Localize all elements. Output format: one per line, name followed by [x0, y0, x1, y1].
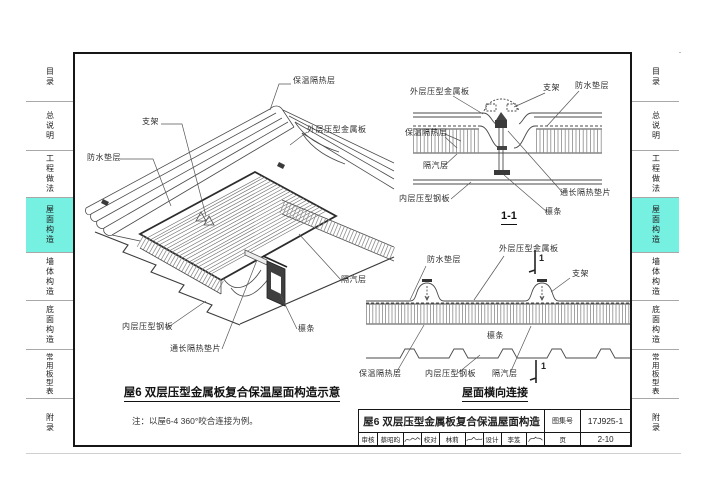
sidebar-item-label: 底面构造	[651, 305, 661, 345]
reviewer-signature	[402, 433, 421, 445]
label-insulation: 保温隔热层	[405, 128, 448, 137]
label-vapor-barrier: 隔汽层	[492, 369, 518, 378]
title-block: 屋6 双层压型金属板复合保温屋面构造 图集号 17J925-1 审核 蔡昭昀 校…	[358, 409, 630, 445]
label-vapor-barrier: 隔汽层	[341, 275, 367, 284]
sidebar-item-label: 目录	[45, 66, 55, 87]
label-inner-sheet: 内层压型钢板	[122, 322, 173, 331]
thumb-index-left: 目录 总说明 工程做法 屋面构造 墙体构造 底面构造 常用板型表 附录	[26, 52, 73, 447]
checker-label: 校对	[420, 433, 439, 445]
sidebar-item-engineering-practice[interactable]: 工程做法	[26, 150, 73, 197]
page-label: 页	[544, 433, 580, 445]
sidebar-item-label: 底面构造	[45, 305, 55, 345]
sidebar-item-wall-construction[interactable]: 墙体构造	[632, 252, 679, 300]
reviewer-label: 审核	[361, 437, 375, 444]
main-drawing-caption: 屋6 双层压型金属板复合保温屋面构造示意	[102, 384, 362, 402]
label-thermal-spacer: 通长隔热垫片	[170, 344, 221, 353]
section-number-bottom: 1	[541, 361, 547, 371]
sidebar-item-label: 附录	[651, 412, 661, 433]
main-isometric-art	[85, 83, 395, 350]
designer-name: 李笈	[500, 433, 527, 445]
sidebar-item-panel-type-table[interactable]: 常用板型表	[26, 349, 73, 398]
lateral-connection-caption: 屋面横向连接	[462, 384, 528, 402]
label-inner-sheet: 内层压型钢板	[399, 194, 450, 203]
sidebar-item-general-notes[interactable]: 总说明	[632, 101, 679, 150]
label-outer-sheet: 外层压型金属板	[410, 87, 470, 96]
label-insulation: 保温隔热层	[293, 76, 336, 85]
label-thermal-spacer: 通长隔热垫片	[560, 188, 611, 197]
drawing-frame: 保温隔热层 支架 外层压型金属板 防水垫层 隔汽层 内层压型钢板 通长隔热垫片 …	[73, 52, 632, 447]
label-purlin: 檩条	[298, 324, 315, 333]
bottom-rule-line	[26, 453, 681, 454]
lateral-connection-drawing: 防水垫层 外层压型金属板 支架 1 檩条 保温隔热层 内层压型钢板 隔汽层 1 …	[354, 236, 634, 406]
sidebar-item-label: 工程做法	[45, 154, 55, 194]
checker-signature	[464, 433, 483, 445]
sidebar-item-wall-construction[interactable]: 墙体构造	[26, 252, 73, 300]
sidebar-item-label: 屋面构造	[45, 205, 55, 245]
label-outer-sheet: 外层压型金属板	[307, 125, 367, 134]
label-purlin: 檩条	[487, 331, 504, 340]
main-isometric-drawing: 保温隔热层 支架 外层压型金属板 防水垫层 隔汽层 内层压型钢板 通长隔热垫片 …	[83, 58, 395, 388]
designer-label: 设计	[482, 433, 501, 445]
sidebar-item-label: 常用板型表	[651, 352, 661, 396]
label-bracket: 支架	[543, 83, 560, 92]
sidebar-item-label: 附录	[45, 412, 55, 433]
label-waterproof-underlay: 防水垫层	[427, 255, 461, 264]
sidebar-item-panel-type-table[interactable]: 常用板型表	[632, 349, 679, 398]
label-vapor-barrier: 隔汽层	[423, 161, 449, 170]
checker-name: 林莉	[438, 433, 465, 445]
sidebar-item-roof-construction[interactable]: 屋面构造	[632, 197, 679, 252]
sidebar-item-label: 墙体构造	[45, 256, 55, 297]
sidebar-item-label: 总说明	[45, 111, 55, 141]
main-drawing-note: 注：以屋6-4 360°咬合连接为例。	[132, 416, 258, 426]
label-inner-sheet: 内层压型钢板	[425, 369, 476, 378]
sidebar-item-label: 屋面构造	[651, 205, 661, 245]
sidebar-item-catalog[interactable]: 目录	[632, 52, 679, 101]
label-insulation: 保温隔热层	[359, 369, 402, 378]
atlas-number-value: 17J925-1	[580, 410, 630, 432]
section-1-1-art	[413, 90, 602, 213]
designer-signature	[526, 433, 544, 445]
label-bracket: 支架	[572, 269, 589, 278]
sidebar-item-appendix[interactable]: 附录	[26, 398, 73, 446]
label-bracket: 支架	[142, 117, 159, 126]
label-purlin: 檩条	[545, 207, 562, 216]
sidebar-item-soffit-construction[interactable]: 底面构造	[632, 300, 679, 349]
label-outer-sheet: 外层压型金属板	[499, 244, 559, 253]
sidebar-item-soffit-construction[interactable]: 底面构造	[26, 300, 73, 349]
reviewer-name: 蔡昭昀	[376, 433, 403, 445]
sidebar-item-label: 墙体构造	[651, 256, 661, 297]
lateral-connection-art	[366, 250, 630, 383]
label-waterproof-underlay: 防水垫层	[575, 81, 609, 90]
title-block-title: 屋6 双层压型金属板复合保温屋面构造	[363, 415, 540, 428]
page-number: 2-10	[580, 433, 630, 445]
sidebar-item-general-notes[interactable]: 总说明	[26, 101, 73, 150]
sidebar-item-label: 目录	[651, 66, 661, 87]
section-number-top: 1	[539, 253, 545, 263]
sidebar-item-label: 常用板型表	[45, 352, 55, 396]
label-waterproof-underlay: 防水垫层	[87, 153, 121, 162]
sidebar-item-roof-construction[interactable]: 屋面构造	[26, 197, 73, 252]
thumb-index-right: 目录 总说明 工程做法 屋面构造 墙体构造 底面构造 常用板型表 附录	[632, 52, 679, 447]
section-cut-marks	[528, 250, 537, 383]
sidebar-item-appendix[interactable]: 附录	[632, 398, 679, 446]
section-1-1-caption: 1-1	[501, 210, 517, 225]
section-1-1-drawing: 外层压型金属板 支架 防水垫层 保温隔热层 隔汽层 内层压型钢板 通长隔热垫片 …	[395, 62, 620, 234]
sidebar-item-catalog[interactable]: 目录	[26, 52, 73, 101]
sidebar-item-engineering-practice[interactable]: 工程做法	[632, 150, 679, 197]
sidebar-item-label: 总说明	[651, 111, 661, 141]
atlas-number-label: 图集号	[544, 410, 580, 432]
sidebar-item-label: 工程做法	[651, 154, 661, 194]
